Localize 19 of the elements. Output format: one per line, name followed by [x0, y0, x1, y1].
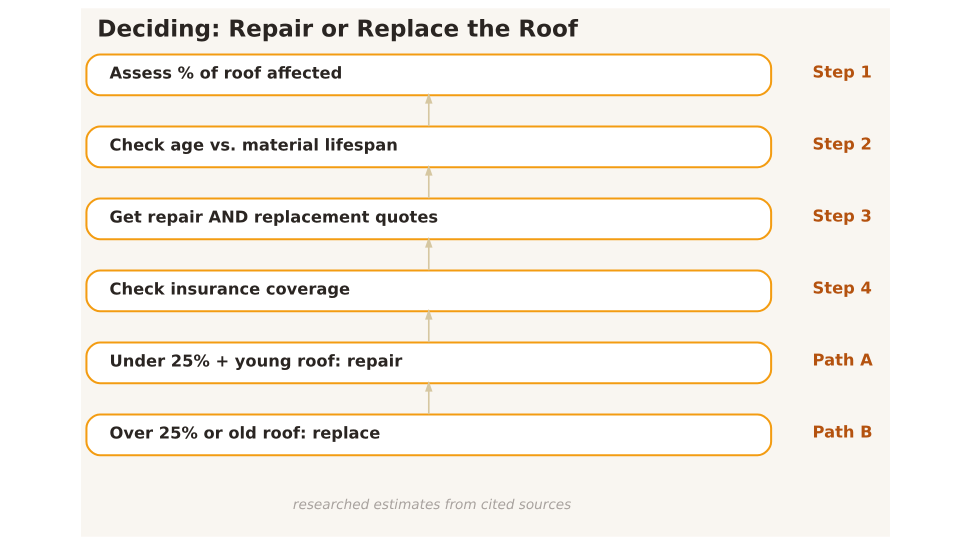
- node-box: Assess % of roof affected: [85, 53, 772, 96]
- arrow: [425, 380, 433, 414]
- diagram-title: Deciding: Repair or Replace the Roof: [97, 16, 578, 42]
- node-label: Step 2: [812, 134, 872, 154]
- node-box: Check age vs. material lifespan: [85, 125, 772, 168]
- node-label: Path A: [812, 350, 873, 370]
- arrow: [425, 308, 433, 342]
- label: researched estimates from cited sources: [292, 496, 572, 513]
- node-box: Over 25% or old roof: replace: [85, 413, 772, 456]
- node-box: Check insurance coverage: [85, 269, 772, 312]
- node-label: Path B: [812, 422, 873, 442]
- node-box: Get repair AND replacement quotes: [85, 197, 772, 240]
- arrow: [425, 164, 433, 198]
- arrow: [425, 92, 433, 126]
- arrow: [425, 236, 433, 270]
- node-box: Under 25% + young roof: repair: [85, 341, 772, 384]
- node-label: Step 1: [812, 62, 872, 82]
- node-label: Step 4: [812, 278, 872, 298]
- node-label: Step 3: [812, 206, 872, 226]
